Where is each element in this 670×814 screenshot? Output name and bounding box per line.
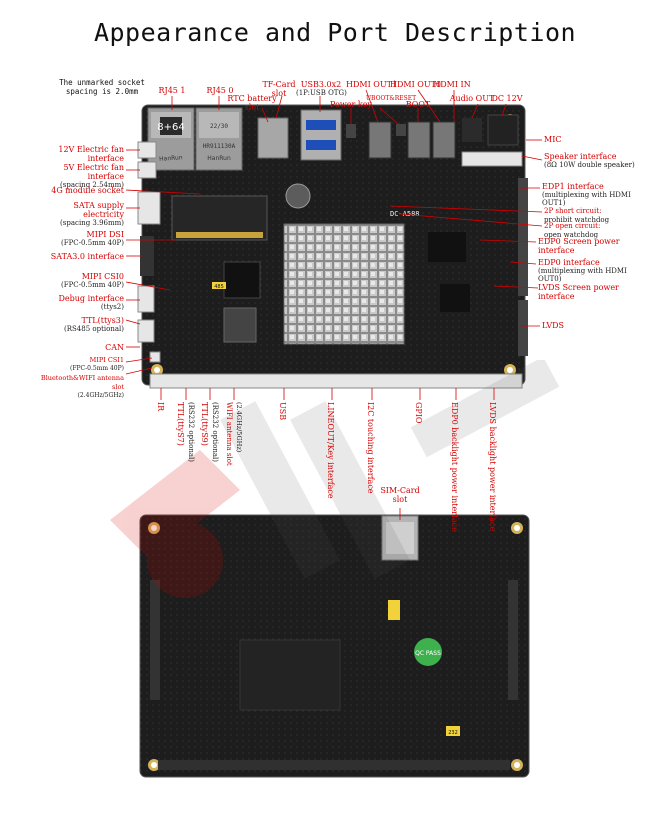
label-ir: IR bbox=[156, 402, 165, 412]
label-tf-card: TF-Card slot bbox=[262, 80, 296, 98]
label-mipi-csi1: MIPI CSI1(FPC-0.5mm 40P) bbox=[70, 356, 124, 372]
label-lvds-backlight: LVDS backlight power interface bbox=[488, 402, 497, 532]
label-hdmi-in: HDMI IN bbox=[433, 80, 471, 89]
svg-text:HanRun: HanRun bbox=[159, 154, 183, 163]
usb3-port bbox=[300, 109, 342, 161]
label-fan-5v: 5V Electric fan interface(spacing 2.54mm… bbox=[60, 163, 124, 189]
label-uboot-reset: UBOOT&RESET bbox=[366, 95, 417, 102]
label-wifi-antenna-sub: (2.4GHz/5GHz) bbox=[235, 402, 243, 453]
label-4g-module: 4G module socket bbox=[51, 186, 124, 195]
label-ttl9-sub: (RS232 optional) bbox=[211, 402, 219, 462]
label-speaker: Speaker interface(8Ω 10W double speaker) bbox=[544, 152, 635, 169]
svg-text:8+64: 8+64 bbox=[157, 122, 184, 133]
svg-text:485: 485 bbox=[214, 284, 224, 290]
label-ttl9: TTL(ttyS9) bbox=[200, 402, 209, 446]
tf-slot bbox=[257, 117, 289, 159]
label-hdmi-out1: HDMI OUT1 bbox=[346, 80, 398, 89]
label-lineout: LINEOUT/Key interface bbox=[326, 402, 335, 499]
label-ttl7: TTL(ttyS7) bbox=[176, 402, 185, 446]
label-audio-out: Audio OUT bbox=[449, 94, 495, 103]
label-edp0-backlight: EDP0 backlight power interface bbox=[450, 402, 459, 532]
label-mic: MIC bbox=[544, 135, 562, 144]
label-2p-short: 2P short circuit:prohibit watchdog bbox=[544, 207, 610, 224]
label-usb3: USB3.0x2(1P:USB OTG) bbox=[296, 80, 347, 97]
svg-text:QC PASS: QC PASS bbox=[415, 650, 441, 657]
heatsink bbox=[283, 223, 405, 345]
svg-text:HanRun: HanRun bbox=[207, 155, 231, 162]
label-mipi-dsi: MIPI DSI(FPC-0.5mm 40P) bbox=[61, 230, 124, 247]
svg-text:232: 232 bbox=[448, 730, 458, 736]
label-lvds-power: LVDS Screen power interface bbox=[538, 283, 619, 301]
label-lvds: LVDS bbox=[542, 321, 565, 330]
label-rj45-0: RJ45 0 bbox=[206, 86, 234, 95]
label-can: CAN bbox=[105, 343, 124, 352]
page-title: Appearance and Port Description bbox=[93, 18, 577, 47]
label-i2c: I2C touching interface bbox=[366, 402, 375, 494]
svg-text:HR911130A: HR911130A bbox=[203, 143, 236, 150]
label-edp1: EDP1 interface(multiplexing with HDMI OU… bbox=[542, 182, 631, 207]
label-sim-card: SIM-Card slot bbox=[380, 486, 420, 504]
label-rj45-1: RJ45 1 bbox=[158, 86, 186, 95]
socket-spacing-note: The unmarked socket spacing is 2.0mm bbox=[59, 78, 145, 96]
label-edp0: EDP0 interface(multiplexing with HDMI OU… bbox=[538, 258, 627, 283]
label-bt-wifi: Bluetooth&WIFI antenna slot(2.4GHz/5GHz) bbox=[40, 374, 124, 399]
label-edp0-power: EDP0 Screen power interface bbox=[538, 237, 620, 255]
label-sata3: SATA3.0 interface bbox=[50, 252, 124, 261]
svg-text:22/30: 22/30 bbox=[210, 123, 228, 130]
label-2p-open: 2P open circuit:open watchdog bbox=[544, 222, 601, 239]
label-boot: BOOT bbox=[405, 100, 431, 109]
label-usb: USB bbox=[278, 402, 287, 421]
label-rtc: RTC battery slot bbox=[227, 94, 277, 112]
label-mipi-csi0: MIPI CSI0(FPC-0.5mm 40P) bbox=[61, 272, 124, 289]
svg-text:DC-A588: DC-A588 bbox=[390, 210, 420, 218]
label-wifi-antenna: WIFI antenna slot bbox=[225, 402, 233, 466]
label-ttl7-sub: (RS232 optional) bbox=[187, 402, 195, 462]
label-gpio: GPIO bbox=[414, 402, 423, 424]
label-hdmi-out0: HDMI OUT0 bbox=[390, 80, 442, 89]
label-ttl3: TTL(ttys3)(RS485 optional) bbox=[64, 316, 124, 333]
label-power-key: Power key bbox=[330, 100, 372, 109]
label-sata-supply: SATA supply electricity(spacing 3.96mm) bbox=[60, 201, 124, 227]
label-dc12v: DC 12V bbox=[491, 94, 523, 103]
label-fan-12v: 12V Electric fan interface bbox=[58, 145, 124, 163]
label-debug: Debug interface(ttys2) bbox=[58, 294, 124, 311]
